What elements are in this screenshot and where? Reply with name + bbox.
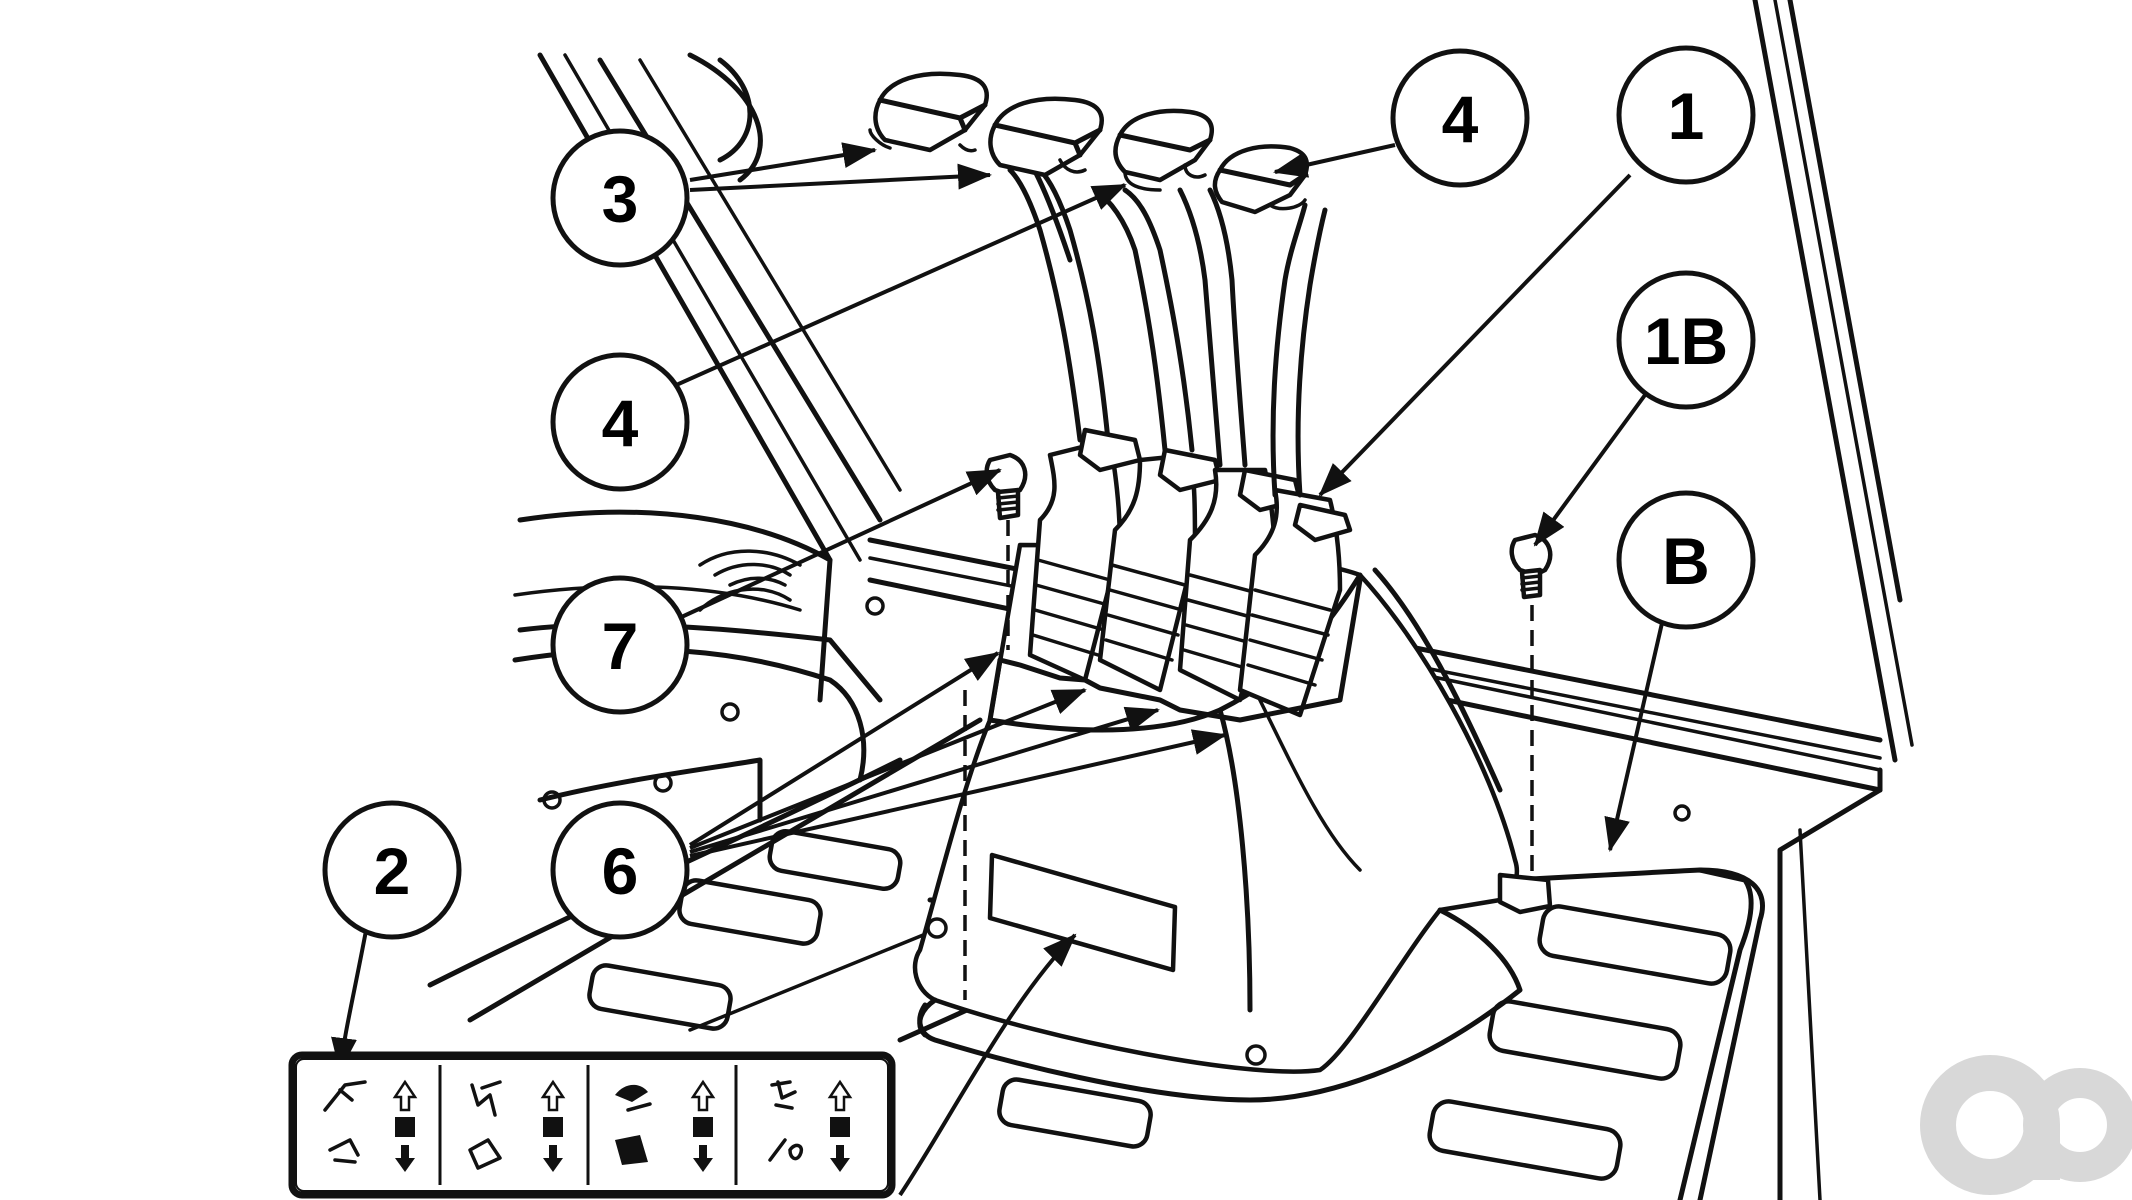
- pillar-edge-2: [1773, 0, 1914, 747]
- up-down-arrow-icon: [827, 1079, 853, 1172]
- callout-b: B: [1616, 490, 1756, 630]
- callout-3: 3: [550, 128, 690, 268]
- svg-text:6: 6: [602, 834, 639, 908]
- svg-text:1: 1: [1668, 79, 1705, 153]
- knob-4: [1212, 144, 1310, 215]
- svg-text:4: 4: [602, 386, 639, 460]
- leader-lines: [331, 142, 1667, 1197]
- knob-1: [868, 71, 989, 153]
- up-down-arrow-icon: [540, 1079, 566, 1172]
- dipper-icon: [468, 1080, 502, 1170]
- knob-2: [988, 96, 1104, 178]
- decal-cell-bucket: [615, 1079, 716, 1172]
- decal-cell-dipper: [468, 1079, 566, 1172]
- side-panel: [517, 509, 833, 703]
- control-pattern-decal: [288, 1051, 896, 1199]
- lever-dipper: [1092, 187, 1223, 693]
- lever-boom: [1007, 167, 1143, 683]
- up-down-arrow-icon: [392, 1079, 418, 1172]
- control-levers: [987, 167, 1363, 723]
- swing-icon: [768, 1080, 803, 1162]
- callout-7: 7: [550, 575, 690, 715]
- svg-text:1B: 1B: [1644, 304, 1728, 378]
- lever-swing: [1237, 202, 1353, 718]
- bolt-1b: [1509, 532, 1553, 875]
- svg-text:4: 4: [1442, 82, 1479, 156]
- callout-6: 6: [550, 800, 690, 940]
- knob-3: [1113, 108, 1215, 192]
- up-down-arrow-icon: [690, 1079, 716, 1172]
- decal-cell-boom: [323, 1079, 418, 1172]
- svg-text:2: 2: [374, 834, 411, 908]
- callout-4-left: 4: [550, 352, 690, 492]
- floor-slots: [587, 828, 1733, 1181]
- bucket-icon: [615, 1084, 652, 1165]
- beam-1: [537, 52, 833, 563]
- callout-4-top: 4: [1390, 48, 1530, 188]
- lever-knobs: [868, 71, 1310, 215]
- mount-bracket: [1497, 872, 1553, 915]
- callout-1b: 1B: [1616, 270, 1756, 410]
- svg-text:B: B: [1662, 524, 1710, 598]
- svg-text:3: 3: [602, 162, 639, 236]
- decal-cell-swing: [768, 1079, 853, 1172]
- label-plate: [987, 852, 1178, 973]
- watermark-logo-right: [2023, 1068, 2132, 1182]
- callout-1: 1: [1616, 45, 1756, 185]
- svg-text:7: 7: [602, 609, 639, 683]
- boom-icon: [323, 1080, 367, 1164]
- callout-2: 2: [322, 800, 462, 940]
- pillar-edge-1: [1752, 0, 1898, 763]
